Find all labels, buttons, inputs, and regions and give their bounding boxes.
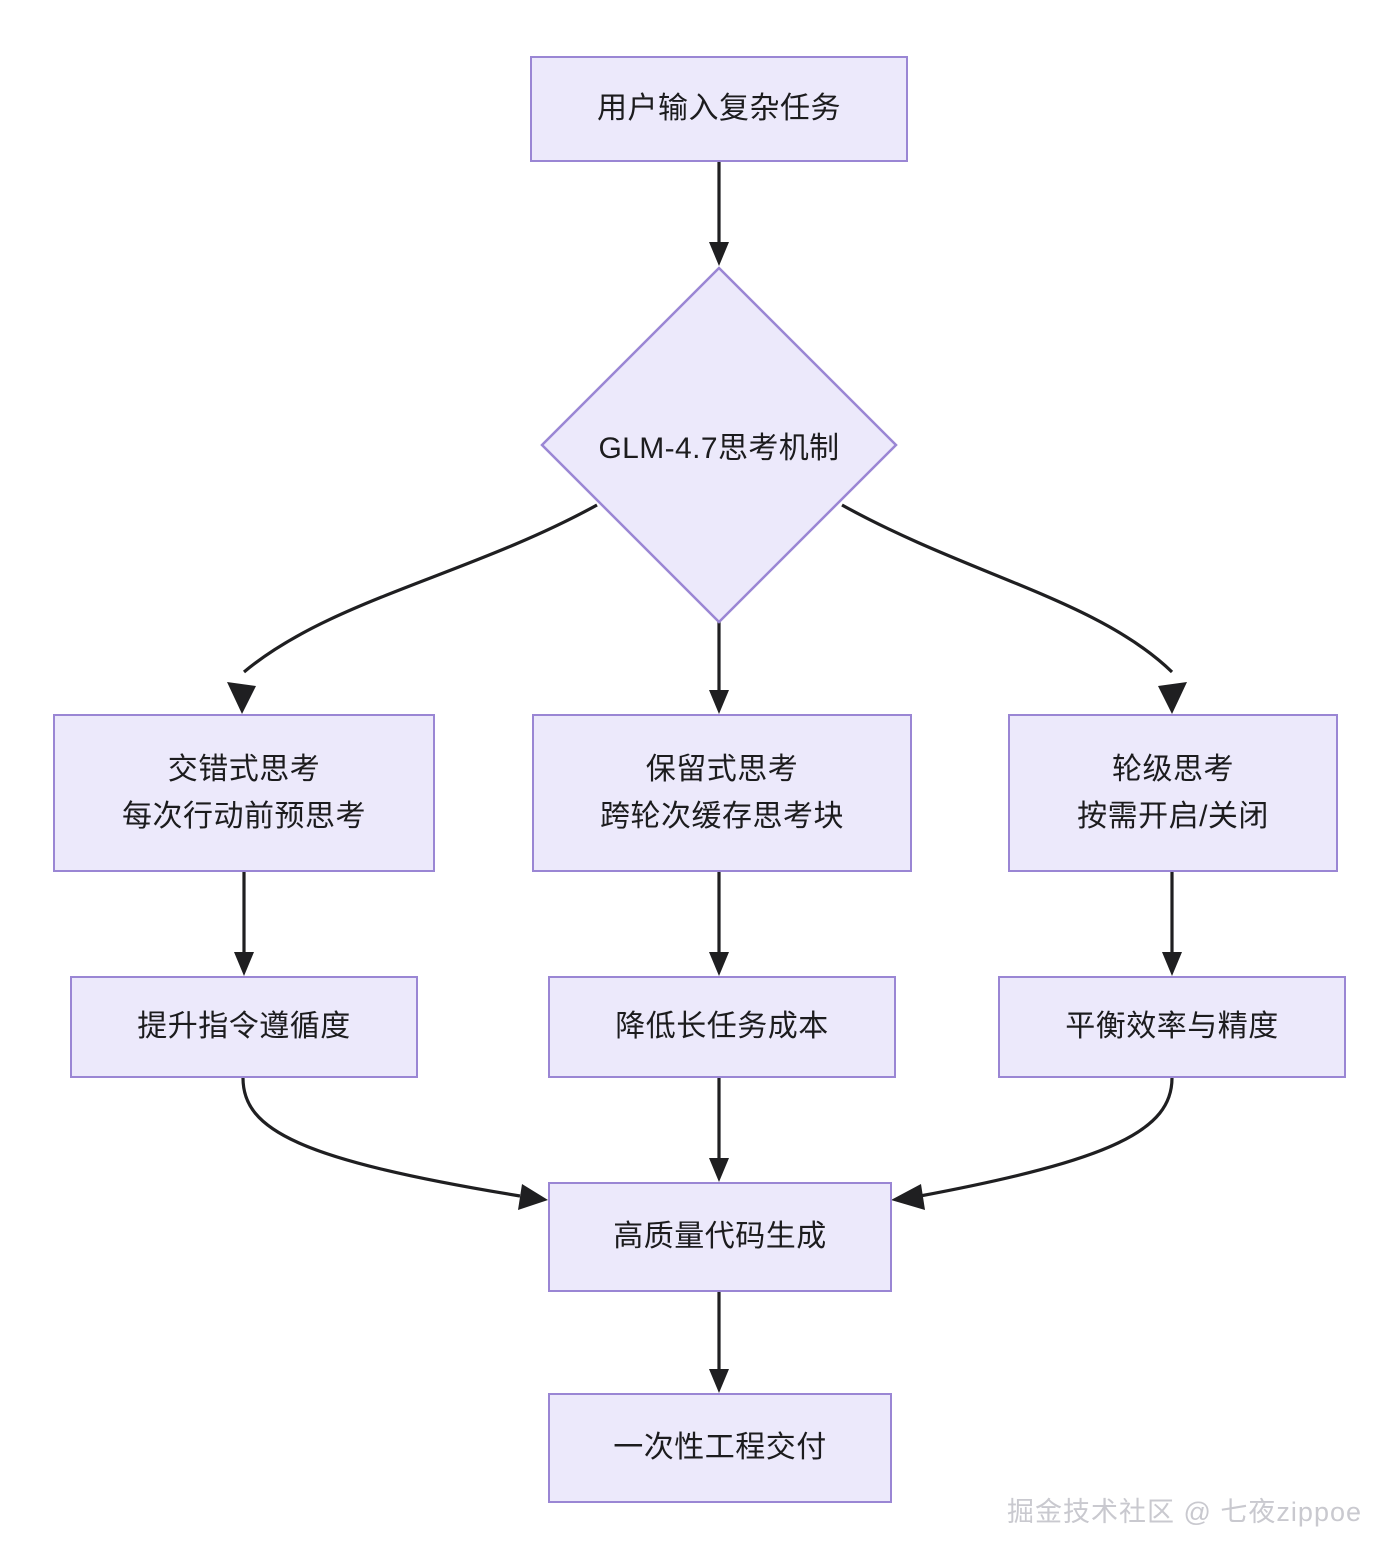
edge-merge-to-end bbox=[709, 1292, 729, 1393]
node-outcome-center[interactable]: 降低长任务成本 bbox=[548, 976, 896, 1078]
edge-branch-right-to-outcome-right bbox=[1162, 872, 1182, 976]
node-branch-left[interactable]: 交错式思考 每次行动前预思考 bbox=[53, 714, 435, 872]
node-outcome-right-label: 平衡效率与精度 bbox=[1065, 1010, 1279, 1044]
edge-decision-to-branch-center bbox=[709, 620, 729, 714]
edge-start-to-decision bbox=[709, 162, 729, 266]
edge-outcome-left-to-merge bbox=[241, 1077, 548, 1210]
node-end[interactable]: 一次性工程交付 bbox=[548, 1393, 892, 1503]
node-outcome-right[interactable]: 平衡效率与精度 bbox=[998, 976, 1346, 1078]
node-branch-center-title: 保留式思考 bbox=[645, 752, 799, 786]
node-branch-left-detail: 每次行动前预思考 bbox=[122, 800, 366, 833]
node-outcome-left-label: 提升指令遵循度 bbox=[137, 1010, 351, 1044]
diamond-shape-icon bbox=[540, 266, 898, 624]
edge-branch-center-to-outcome-center bbox=[709, 872, 729, 976]
node-branch-center[interactable]: 保留式思考 跨轮次缓存思考块 bbox=[532, 714, 912, 872]
node-branch-left-title: 交错式思考 bbox=[167, 752, 321, 786]
node-decision[interactable]: GLM-4.7思考机制 bbox=[539, 265, 899, 625]
edge-outcome-center-to-merge bbox=[709, 1078, 729, 1182]
node-branch-right-title: 轮级思考 bbox=[1112, 752, 1234, 786]
node-merge[interactable]: 高质量代码生成 bbox=[548, 1182, 892, 1292]
node-end-label: 一次性工程交付 bbox=[613, 1431, 827, 1465]
node-merge-label: 高质量代码生成 bbox=[613, 1220, 827, 1254]
node-decision-label: GLM-4.7思考机制 bbox=[598, 432, 840, 465]
node-outcome-left[interactable]: 提升指令遵循度 bbox=[70, 976, 418, 1078]
node-branch-right[interactable]: 轮级思考 按需开启/关闭 bbox=[1008, 714, 1338, 872]
edge-outcome-right-to-merge bbox=[891, 1077, 1174, 1210]
node-start-label: 用户输入复杂任务 bbox=[597, 92, 841, 126]
node-branch-center-detail: 跨轮次缓存思考块 bbox=[600, 800, 844, 833]
node-outcome-center-label: 降低长任务成本 bbox=[615, 1010, 829, 1044]
node-branch-right-detail: 按需开启/关闭 bbox=[1077, 800, 1269, 833]
watermark: 掘金技术社区 @ 七夜zippoe bbox=[1007, 1497, 1362, 1527]
node-start[interactable]: 用户输入复杂任务 bbox=[530, 56, 908, 162]
edge-branch-left-to-outcome-left bbox=[234, 872, 254, 976]
